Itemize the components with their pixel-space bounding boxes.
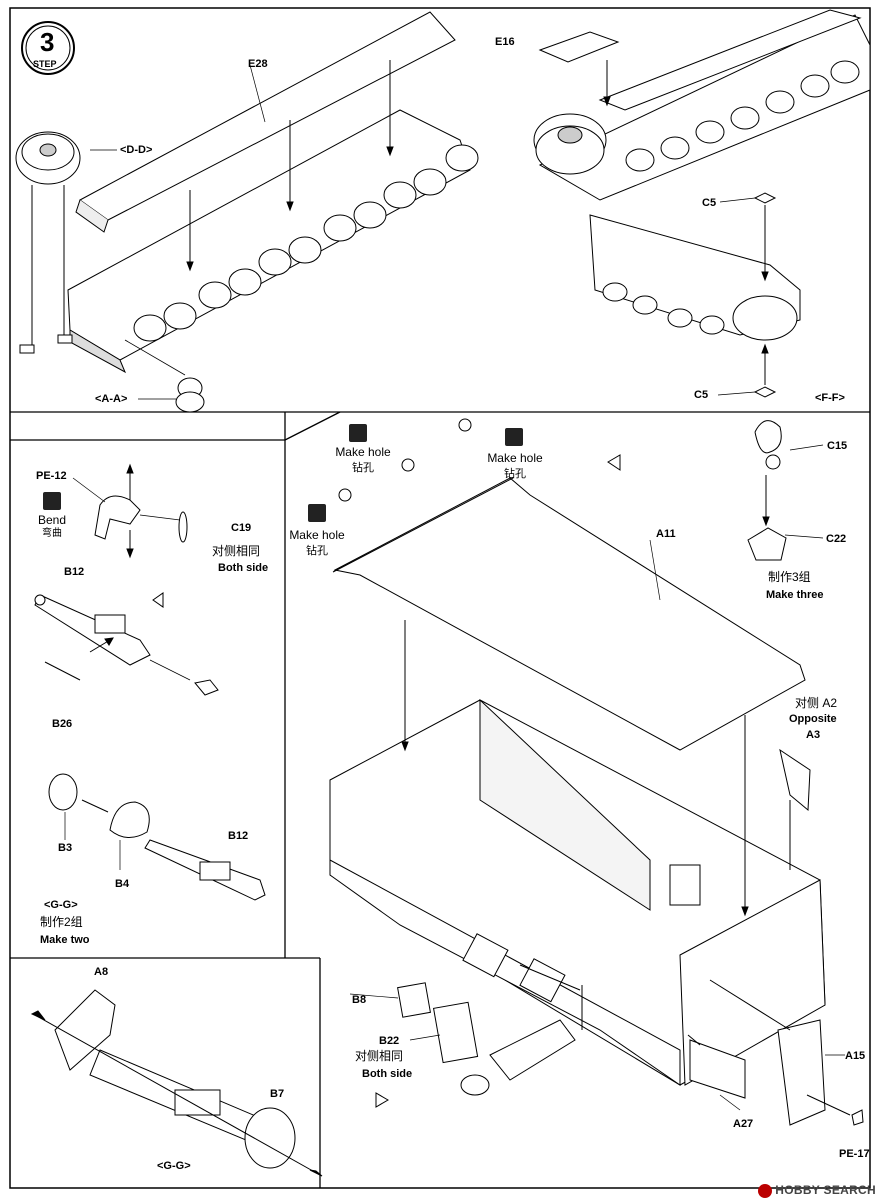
label-a27: A27 (733, 1118, 754, 1130)
three-cn: 制作3组 (768, 570, 811, 584)
label-a15: A15 (845, 1050, 866, 1062)
step-number: 3 (40, 27, 55, 57)
label-dd: <D-D> (120, 144, 153, 156)
label-c22: C22 (826, 533, 847, 545)
drill-icon-1 (349, 424, 367, 442)
drill-icon-3 (308, 504, 326, 522)
c19-en: Both side (218, 562, 269, 574)
label-b8: B8 (352, 994, 367, 1006)
gg-en: Make two (40, 934, 90, 946)
label-pe12: PE-12 (36, 470, 67, 482)
subassemblies (34, 463, 266, 901)
label-gg-a: <G-G> (44, 899, 78, 911)
bend-cn: 弯曲 (42, 528, 62, 539)
label-b22: B22 (379, 1035, 400, 1047)
label-c5-bottom: C5 (694, 389, 709, 401)
label-a2: 对侧 A2 (795, 696, 838, 710)
drill-icon-2 (505, 428, 523, 446)
label-ff: <F-F> (815, 392, 845, 404)
label-a11: A11 (656, 528, 676, 540)
three-en: Make three (766, 589, 824, 601)
label-b7: B7 (270, 1088, 285, 1100)
outer-frame (9, 7, 871, 1189)
hole2-cn: 钻孔 (504, 468, 526, 480)
label-e28: E28 (248, 58, 268, 70)
hole3-cn: 钻孔 (306, 545, 328, 557)
gg-cn: 制作2组 (40, 915, 83, 929)
watermark-text: HOBBY SEARCH (775, 1183, 876, 1198)
label-aa: <A-A> (95, 393, 128, 405)
label-b12-a: B12 (64, 566, 85, 578)
label-a8: A8 (94, 966, 109, 978)
b22-cn: 对侧相同 (355, 1049, 404, 1063)
label-c19: C19 (231, 522, 252, 534)
label-gg-b: <G-G> (157, 1160, 191, 1172)
brand-logo-icon (758, 1184, 773, 1198)
hole1-cn: 钻孔 (352, 462, 374, 474)
bend-icon (43, 492, 61, 510)
step-label: STEP (33, 59, 57, 69)
opposite-en: Opposite (789, 713, 837, 725)
label-b4: B4 (115, 878, 130, 890)
label-b3: B3 (58, 842, 73, 854)
hull-assembly (152, 418, 864, 1126)
b22-en: Both side (362, 1068, 413, 1080)
hole2-en: Make hole (487, 451, 543, 465)
step-badge (21, 21, 75, 75)
track-detail (533, 9, 871, 398)
label-e16: E16 (495, 36, 515, 48)
bend-en: Bend (37, 513, 67, 527)
c19-cn: 对侧相同 (212, 544, 261, 558)
label-c15: C15 (827, 440, 848, 452)
watermark: HOBBY SEARCH (758, 1183, 876, 1198)
label-b12-b: B12 (228, 830, 249, 842)
label-b26: B26 (52, 718, 73, 730)
hole1-en: Make hole (335, 445, 391, 459)
fender-assembly (15, 11, 479, 413)
hole3-en: Make hole (289, 528, 345, 542)
label-c5-top: C5 (702, 197, 717, 209)
label-pe17: PE-17 (839, 1148, 870, 1160)
barrel-assembly (30, 989, 323, 1177)
label-a3: A3 (806, 729, 821, 741)
